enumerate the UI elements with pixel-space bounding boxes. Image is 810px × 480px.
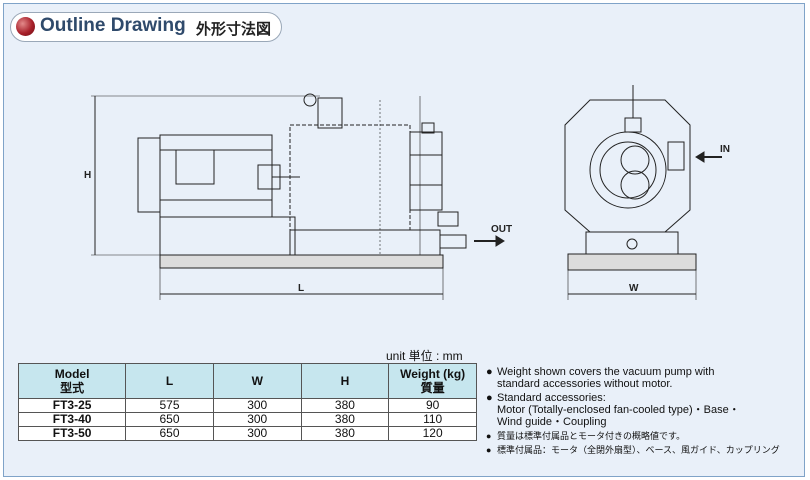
in-arrow-icon [695, 151, 722, 163]
outlet-label: OUT [491, 224, 512, 235]
cell-w: 300 [212, 398, 302, 413]
inlet-label: IN [720, 144, 730, 155]
cell-w: 300 [212, 412, 302, 427]
side-view [91, 93, 467, 300]
cell-l: 650 [125, 426, 214, 441]
unit-label: unit 単位 : mm [386, 349, 463, 363]
cell-model: FT3-50 [17, 426, 127, 441]
cell-h: 380 [300, 398, 390, 413]
bullet-icon: ● [486, 392, 493, 404]
column-header-w: W [212, 363, 302, 399]
bullet-icon: ● [486, 431, 492, 441]
dimension-label-l: L [298, 283, 304, 294]
page-title-japanese: 外形寸法図 [196, 21, 272, 38]
column-header-weight: Weight (kg)質量 [388, 363, 477, 399]
table-row: FT3-25 575 300 380 90 [17, 398, 477, 413]
cell-model: FT3-25 [17, 398, 127, 413]
cell-model: FT3-40 [17, 412, 127, 427]
dimension-label-h: H [84, 170, 91, 181]
table-row: FT3-40 650 300 380 110 [17, 412, 477, 427]
table-row: FT3-50 650 300 380 120 [17, 426, 477, 441]
cell-weight: 120 [388, 426, 477, 441]
cell-w: 300 [212, 426, 302, 441]
column-header-h: H [300, 363, 390, 399]
title-pill [10, 12, 282, 42]
title-bullet-icon [16, 17, 35, 36]
cell-h: 380 [300, 412, 390, 427]
bullet-icon: ● [486, 445, 492, 455]
front-view [564, 85, 697, 300]
note-accessories: ● Standard accessories: Motor (Totally-e… [486, 392, 740, 428]
bullet-icon: ● [486, 366, 493, 378]
outline-drawing: H L W OUT IN [84, 85, 730, 300]
note-weight: ● Weight shown covers the vacuum pump wi… [486, 366, 715, 390]
out-arrow-icon [474, 235, 505, 247]
cell-weight: 110 [388, 412, 477, 427]
cell-l: 650 [125, 412, 214, 427]
cell-h: 380 [300, 426, 390, 441]
note-accessories-japanese: ● 標準付属品：モータ（全閉外扇型）、ベース、風ガイド、カップリング [486, 445, 780, 455]
dimension-label-w: W [629, 283, 639, 294]
note-weight-japanese: ● 質量は標準付属品とモータ付きの概略値です。 [486, 431, 686, 441]
cell-weight: 90 [388, 398, 477, 413]
notes: ● Weight shown covers the vacuum pump wi… [486, 366, 804, 458]
cell-l: 575 [125, 398, 214, 413]
page-title: Outline Drawing [40, 15, 186, 36]
column-header-l: L [125, 363, 214, 399]
